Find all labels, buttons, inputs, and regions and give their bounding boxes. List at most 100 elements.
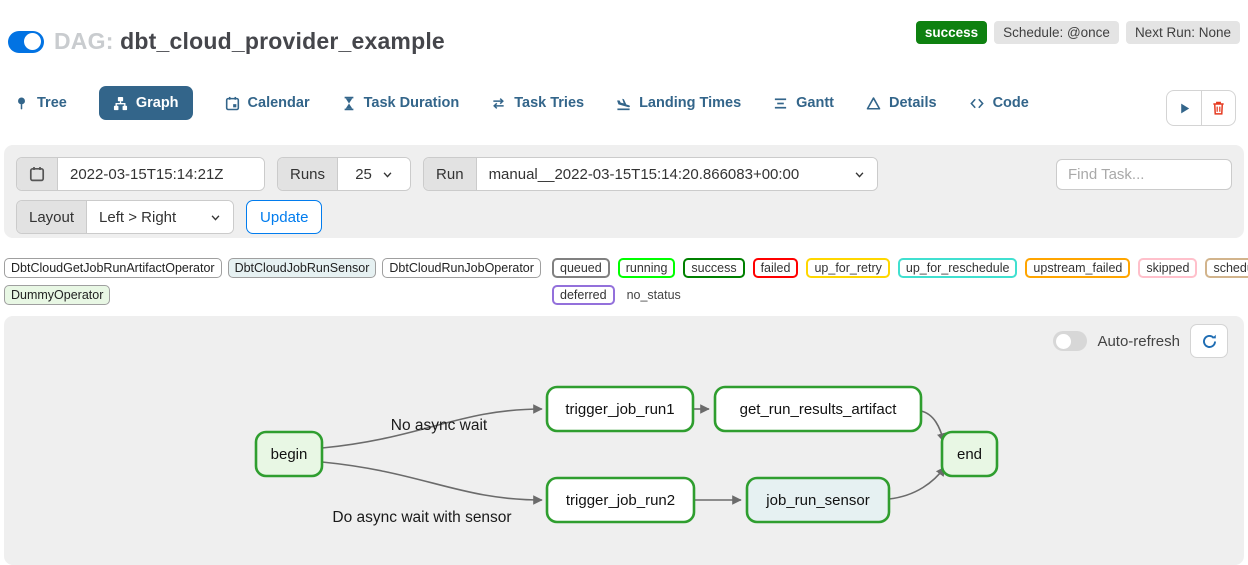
status-badge-success[interactable]: success bbox=[683, 258, 745, 278]
gantt-bars-icon bbox=[775, 97, 787, 109]
status-badge-running[interactable]: running bbox=[617, 258, 676, 278]
dag-prefix: DAG: bbox=[54, 28, 114, 54]
tab-task-duration[interactable]: Task Duration bbox=[342, 86, 460, 120]
tab-label: Gantt bbox=[796, 95, 834, 111]
dag-node-job_run_sensor[interactable]: job_run_sensor bbox=[745, 476, 891, 524]
status-badge-scheduled[interactable]: scheduled bbox=[1205, 258, 1248, 278]
chevron-down-icon bbox=[383, 171, 392, 178]
operator-badge[interactable]: DbtCloudRunJobOperator bbox=[382, 258, 541, 278]
svg-text:get_run_results_artifact: get_run_results_artifact bbox=[740, 401, 898, 418]
tab-graph[interactable]: Graph bbox=[98, 86, 193, 120]
dag-graph-panel: Auto-refresh begin trigger_job_run1 get_ru… bbox=[4, 316, 1244, 565]
dag-pause-toggle[interactable] bbox=[8, 30, 44, 53]
refresh-button[interactable] bbox=[1190, 324, 1228, 358]
status-badge-up_for_reschedule[interactable]: up_for_reschedule bbox=[897, 258, 1018, 278]
dag-edge-begin-to-trigger_job_run1 bbox=[321, 404, 543, 449]
dag-edge-job_run_sensor-to-end bbox=[888, 466, 946, 500]
dag-node-begin[interactable]: begin bbox=[254, 430, 324, 478]
tab-landing-times[interactable]: Landing Times bbox=[616, 86, 741, 120]
dag-edge-get_run_results_artifact-to-end bbox=[920, 410, 947, 443]
tab-code[interactable]: Code bbox=[969, 86, 1029, 120]
runs-group: Runs 25 bbox=[277, 157, 412, 191]
chevron-down-icon bbox=[211, 214, 220, 221]
status-badge-upstream_failed[interactable]: upstream_failed bbox=[1025, 258, 1131, 278]
tab-details[interactable]: Details bbox=[866, 86, 937, 120]
sitemap-icon bbox=[113, 96, 127, 110]
edge-label: Do async wait with sensor bbox=[332, 509, 511, 526]
next-run-badge: Next Run: None bbox=[1125, 21, 1240, 44]
no-status-label: no_status bbox=[626, 288, 681, 302]
schedule-badge: Schedule: @once bbox=[994, 21, 1119, 44]
status-badge[interactable]: success bbox=[915, 21, 988, 44]
dag-node-end[interactable]: end bbox=[940, 430, 999, 478]
tab-label: Graph bbox=[135, 95, 179, 111]
tab-label: Task Tries bbox=[514, 95, 585, 111]
view-tabs: Tree Graph Calendar Task Duration Task T… bbox=[14, 86, 1029, 120]
calendar-icon bbox=[225, 96, 239, 110]
layout-label: Layout bbox=[17, 201, 88, 233]
delete-dag-button[interactable] bbox=[1201, 91, 1235, 125]
status-badge-up_for_retry[interactable]: up_for_retry bbox=[806, 258, 890, 278]
date-picker-button[interactable] bbox=[17, 158, 58, 190]
find-task-input[interactable] bbox=[1056, 158, 1232, 190]
run-group: Run manual__2022-03-15T15:14:20.866083+0… bbox=[423, 157, 878, 191]
layout-group: Layout Left > Right bbox=[16, 200, 235, 234]
refresh-icon bbox=[1202, 334, 1216, 348]
runs-select[interactable]: 25 bbox=[338, 158, 411, 190]
dag-name: dbt_cloud_provider_example bbox=[120, 28, 445, 54]
status-legend-row-2: no_status deferred bbox=[552, 285, 1248, 305]
tab-tree[interactable]: Tree bbox=[14, 86, 67, 120]
tab-label: Calendar bbox=[247, 95, 310, 111]
run-select[interactable]: manual__2022-03-15T15:14:20.866083+00:00 bbox=[476, 158, 877, 190]
operator-badge[interactable]: DbtCloudGetJobRunArtifactOperator bbox=[4, 258, 222, 278]
status-badge-deferred[interactable]: deferred bbox=[552, 285, 615, 305]
status-badge-queued[interactable]: queued bbox=[552, 258, 610, 278]
tree-pin-icon bbox=[18, 97, 25, 109]
operator-badge[interactable]: DummyOperator bbox=[4, 285, 111, 305]
trash-icon bbox=[1213, 101, 1224, 115]
tab-task-tries[interactable]: Task Tries bbox=[491, 86, 584, 120]
page-header: DAG: dbt_cloud_provider_example success … bbox=[0, 0, 1248, 70]
hourglass-icon bbox=[344, 96, 353, 110]
edge-label: No async wait bbox=[391, 417, 488, 434]
status-badge-failed[interactable]: failed bbox=[752, 258, 799, 278]
status-badge-skipped[interactable]: skipped bbox=[1138, 258, 1198, 278]
status-legend: queued running success failed up_for_retry up… bbox=[552, 258, 1248, 305]
play-icon bbox=[1180, 103, 1189, 113]
layout-select-value: Left > Right bbox=[99, 208, 177, 226]
auto-refresh-toggle[interactable] bbox=[1053, 331, 1088, 351]
filter-bar: Runs 25 Run manual__2022-03-15T15:14:20.… bbox=[4, 145, 1244, 238]
operator-badge[interactable]: DbtCloudJobRunSensor bbox=[227, 258, 377, 278]
page-title: DAG: dbt_cloud_provider_example bbox=[54, 28, 445, 55]
tab-gantt[interactable]: Gantt bbox=[773, 86, 834, 120]
tab-label: Details bbox=[889, 95, 937, 111]
dag-node-trigger_job_run1[interactable]: trigger_job_run1 bbox=[545, 385, 695, 433]
tab-label: Task Duration bbox=[363, 95, 460, 111]
dag-graph-svg: begin trigger_job_run1 get_run_results_art… bbox=[254, 385, 999, 526]
svg-text:end: end bbox=[957, 446, 982, 463]
toggle-knob bbox=[24, 33, 41, 50]
tab-calendar[interactable]: Calendar bbox=[225, 86, 310, 120]
dag-node-get_run_results_artifact[interactable]: get_run_results_artifact bbox=[713, 385, 923, 433]
auto-refresh-label: Auto-refresh bbox=[1097, 332, 1180, 350]
repeat-icon bbox=[493, 97, 505, 109]
tab-label: Code bbox=[992, 95, 1029, 111]
trigger-dag-button[interactable] bbox=[1167, 91, 1201, 125]
triangle-icon bbox=[866, 96, 881, 110]
layout-select[interactable]: Left > Right bbox=[87, 201, 234, 233]
run-label: Run bbox=[424, 158, 477, 190]
plane-landing-icon bbox=[617, 98, 631, 110]
base-date-group bbox=[16, 157, 265, 191]
status-legend-row-1: queued running success failed up_for_retry up… bbox=[552, 258, 1248, 278]
tab-label: Tree bbox=[37, 95, 67, 111]
code-icon bbox=[969, 98, 984, 108]
update-button[interactable]: Update bbox=[246, 200, 323, 234]
dag-node-trigger_job_run2[interactable]: trigger_job_run2 bbox=[545, 476, 696, 524]
base-date-input[interactable] bbox=[58, 158, 264, 190]
toggle-knob bbox=[1055, 333, 1071, 349]
svg-text:trigger_job_run2: trigger_job_run2 bbox=[566, 492, 675, 509]
tab-label: Landing Times bbox=[639, 95, 742, 111]
calendar-icon bbox=[29, 167, 45, 182]
dag-edge-begin-to-trigger_job_run2 bbox=[321, 461, 543, 505]
